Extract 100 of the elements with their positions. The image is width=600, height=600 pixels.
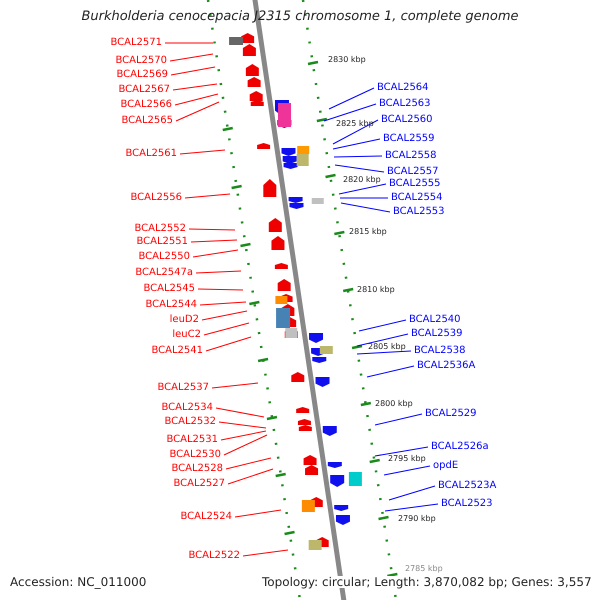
gene-label: BCAL2567 bbox=[118, 84, 170, 96]
leader-line bbox=[324, 104, 376, 122]
gene-label: BCAL2537 bbox=[157, 382, 209, 394]
gene-label: BCAL2541 bbox=[151, 345, 203, 357]
gene-label: BCAL2528 bbox=[171, 463, 223, 475]
leader-line bbox=[196, 270, 242, 274]
info-text: Topology: circular; Length: 3,870,082 bp; Genes: 3,557 bbox=[262, 576, 592, 588]
gene-label: BCAL2563 bbox=[379, 98, 431, 110]
leader-line bbox=[200, 302, 246, 306]
gene-label: BCAL2532 bbox=[164, 416, 216, 428]
leader-line bbox=[206, 336, 252, 352]
gene-label: BCAL2550 bbox=[138, 251, 190, 263]
leader-line bbox=[164, 42, 214, 44]
gene-label: BCAL2527 bbox=[173, 478, 225, 490]
title: Burkholderia cenocepacia J2315 chromosome 1, complete genome bbox=[80, 11, 520, 23]
gene-label: BCAL2559 bbox=[383, 133, 435, 145]
gene-label: BCAL2571 bbox=[110, 37, 162, 49]
gene-label: BCAL2529 bbox=[425, 408, 477, 420]
gene-label: BCAL2560 bbox=[381, 114, 433, 126]
leader-line bbox=[188, 228, 236, 230]
leader-line bbox=[356, 334, 408, 346]
gene-label: BCAL2531 bbox=[166, 434, 218, 446]
leader-line bbox=[190, 240, 238, 242]
leader-line bbox=[172, 84, 218, 90]
gene-label: BCAL2526a bbox=[431, 441, 489, 453]
leader-line bbox=[176, 102, 220, 122]
gene-label: BCAL2539 bbox=[411, 328, 463, 340]
leader-line bbox=[384, 466, 430, 476]
gene-label: BCAL2530 bbox=[169, 449, 221, 461]
leader-line bbox=[220, 430, 266, 440]
position-label: 2815 kbp bbox=[349, 226, 387, 238]
gene-label: BCAL2556 bbox=[130, 192, 182, 204]
position-label: 2805 kbp bbox=[368, 341, 406, 353]
leader-line bbox=[242, 550, 288, 556]
leader-line bbox=[192, 250, 238, 258]
gene-label: BCAL2534 bbox=[161, 402, 213, 414]
leader-line bbox=[174, 94, 218, 106]
leader-line bbox=[334, 156, 382, 158]
gene-label: BCAL2524 bbox=[180, 511, 232, 523]
leader-line bbox=[204, 322, 250, 336]
gene-label: BCAL2523 bbox=[441, 498, 493, 510]
leader-line bbox=[366, 366, 414, 378]
leader-line bbox=[340, 202, 390, 212]
gene-label: BCAL2536A bbox=[417, 360, 476, 372]
gene-label: BCAL2544 bbox=[145, 299, 197, 311]
gene-label: BCAL2540 bbox=[409, 314, 461, 326]
leader-line bbox=[226, 458, 272, 470]
leader-line bbox=[332, 120, 378, 144]
gene-label: BCAL2522 bbox=[188, 550, 240, 562]
gene-label: BCAL2523A bbox=[438, 480, 496, 492]
gene-label: opdE bbox=[433, 460, 458, 472]
leader-line bbox=[216, 408, 264, 418]
leader-line bbox=[374, 446, 428, 456]
gene-label: BCAL2538 bbox=[414, 345, 466, 357]
leader-line bbox=[332, 138, 380, 150]
leader-line bbox=[234, 510, 282, 518]
leader-line bbox=[218, 422, 266, 428]
leader-line bbox=[358, 320, 406, 332]
position-label: 2785 kbp bbox=[405, 563, 443, 575]
leader-line bbox=[224, 434, 268, 456]
leader-line bbox=[170, 66, 216, 76]
leader-line bbox=[356, 350, 412, 354]
leader-line bbox=[170, 54, 214, 62]
gene-label: BCAL2554 bbox=[391, 192, 443, 204]
leader-line bbox=[374, 414, 422, 426]
info-text: Accession: NC_011000 bbox=[10, 576, 146, 588]
gene-label: BCAL2545 bbox=[143, 283, 195, 295]
leader-line bbox=[388, 486, 436, 500]
position-label: 2825 kbp bbox=[336, 118, 374, 130]
gene-label: BCAL2558 bbox=[385, 150, 437, 162]
leader-line bbox=[184, 194, 230, 198]
leader-line bbox=[334, 164, 384, 172]
leader-line bbox=[212, 382, 258, 388]
leader-line bbox=[338, 184, 386, 194]
gene-label: BCAL2570 bbox=[115, 55, 167, 67]
gene-label: leuC2 bbox=[172, 329, 201, 341]
position-label: 2830 kbp bbox=[328, 54, 366, 66]
position-label: 2790 kbp bbox=[398, 513, 436, 525]
leader-line bbox=[198, 288, 244, 290]
gene-label: BCAL2564 bbox=[377, 82, 429, 94]
leader-line bbox=[328, 88, 374, 110]
leader-line bbox=[180, 150, 226, 154]
gene-label: BCAL2547a bbox=[135, 267, 193, 279]
leader-line bbox=[384, 504, 438, 512]
gene-label: BCAL2561 bbox=[125, 148, 177, 160]
leader-line bbox=[202, 310, 248, 320]
gene-label: BCAL2553 bbox=[393, 206, 445, 218]
position-label: 2795 kbp bbox=[388, 453, 426, 465]
gene-label: leuD2 bbox=[170, 314, 199, 326]
gene-label: BCAL2569 bbox=[116, 69, 168, 81]
gene-label: BCAL2555 bbox=[389, 178, 441, 190]
gene-label: BCAL2557 bbox=[387, 166, 439, 178]
gene-label: BCAL2551 bbox=[136, 236, 188, 248]
gene-label: BCAL2566 bbox=[120, 99, 172, 111]
gene-label: BCAL2565 bbox=[121, 115, 173, 127]
position-label: 2810 kbp bbox=[357, 284, 395, 296]
gene-label: BCAL2552 bbox=[134, 223, 186, 235]
leader-line bbox=[228, 468, 274, 484]
position-label: 2820 kbp bbox=[343, 174, 381, 186]
position-label: 2800 kbp bbox=[375, 398, 413, 410]
